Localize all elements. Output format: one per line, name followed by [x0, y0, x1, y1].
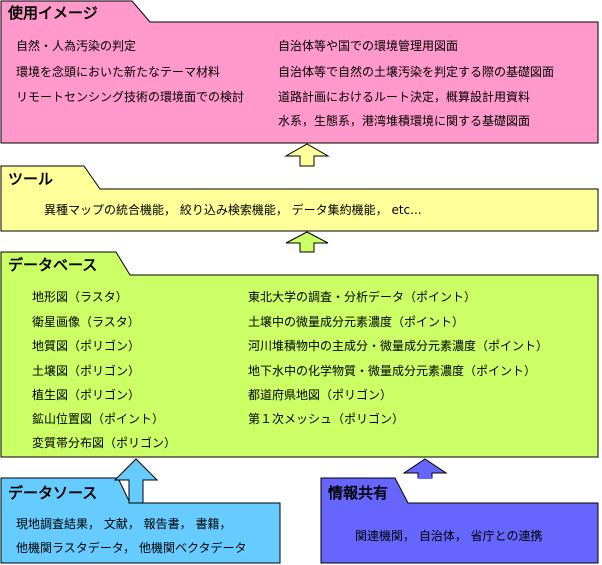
sources-line: 他機関ラスタデータ， 他機関ベクタデータ: [16, 541, 247, 555]
usage-right-item: 道路計画におけるルート決定，概算設計用資料: [278, 90, 531, 104]
database-box: [0, 251, 599, 458]
usage-left-item: リモートセンシング技術の環境面での検討: [16, 90, 245, 104]
arrow-database-to-tools: [285, 231, 329, 253]
arrow-sharing-stem: [418, 477, 432, 479]
sharing-box: [320, 477, 599, 564]
database-left-item: 土壌図（ポリゴン）: [32, 364, 141, 378]
sharing-title: 情報共有: [328, 484, 389, 502]
database-left-item: 鉱山位置図（ポイント）: [32, 412, 165, 426]
arrow-sources-to-database: [113, 458, 159, 504]
sources-title: データソース: [8, 484, 98, 502]
tools-functions: 異種マップの統合機能， 絞り込み検索機能， データ集約機能， etc...: [44, 203, 422, 217]
database-left-item: 衛星画像（ラスタ）: [32, 315, 140, 329]
tools-title: ツール: [8, 170, 54, 188]
database-right-item: 第１次メッシュ（ポリゴン）: [248, 412, 405, 426]
database-right-item: 東北大学の調査・分析データ（ポイント）: [248, 290, 477, 304]
sharing-line: 関連機関， 自治体， 省庁との連携: [355, 529, 543, 543]
database-right-item: 都道府県地図（ポリゴン）: [248, 388, 393, 402]
tools-box: [0, 165, 599, 232]
database-left-item: 変質帯分布図（ポリゴン）: [32, 436, 177, 450]
usage-box: [0, 0, 599, 144]
usage-left-item: 自然・人為汚染の判定: [16, 39, 137, 53]
arrow-tools-to-usage: [284, 143, 330, 167]
usage-title: 使用イメージ: [8, 4, 98, 22]
database-left-item: 地質図（ポリゴン）: [32, 339, 141, 353]
database-left-item: 地形図（ラスタ）: [32, 290, 128, 304]
usage-right-item: 水系，生態系，港湾堆積環境に関する基礎図面: [278, 114, 531, 128]
database-right-item: 河川堆積物中の主成分・微量成分元素濃度（ポイント）: [248, 339, 549, 353]
arrow-sharing-to-database: [402, 458, 448, 479]
usage-right-item: 自治体等や国での環境管理用図面: [278, 39, 459, 53]
usage-right-item: 自治体等で自然の土壌汚染を判定する際の基礎図面: [278, 65, 555, 79]
database-right-item: 地下水中の化学物質・微量成分元素濃度（ポイント）: [248, 364, 537, 378]
usage-left-item: 環境を念頭においた新たなテーマ材料: [16, 65, 221, 79]
sources-line: 現地調査結果， 文献， 報告書， 書籍，: [16, 517, 232, 531]
database-title: データベース: [8, 256, 98, 274]
database-right-item: 土壌中の微量成分元素濃度（ポイント）: [248, 315, 465, 329]
database-left-item: 植生図（ポリゴン）: [32, 388, 141, 402]
